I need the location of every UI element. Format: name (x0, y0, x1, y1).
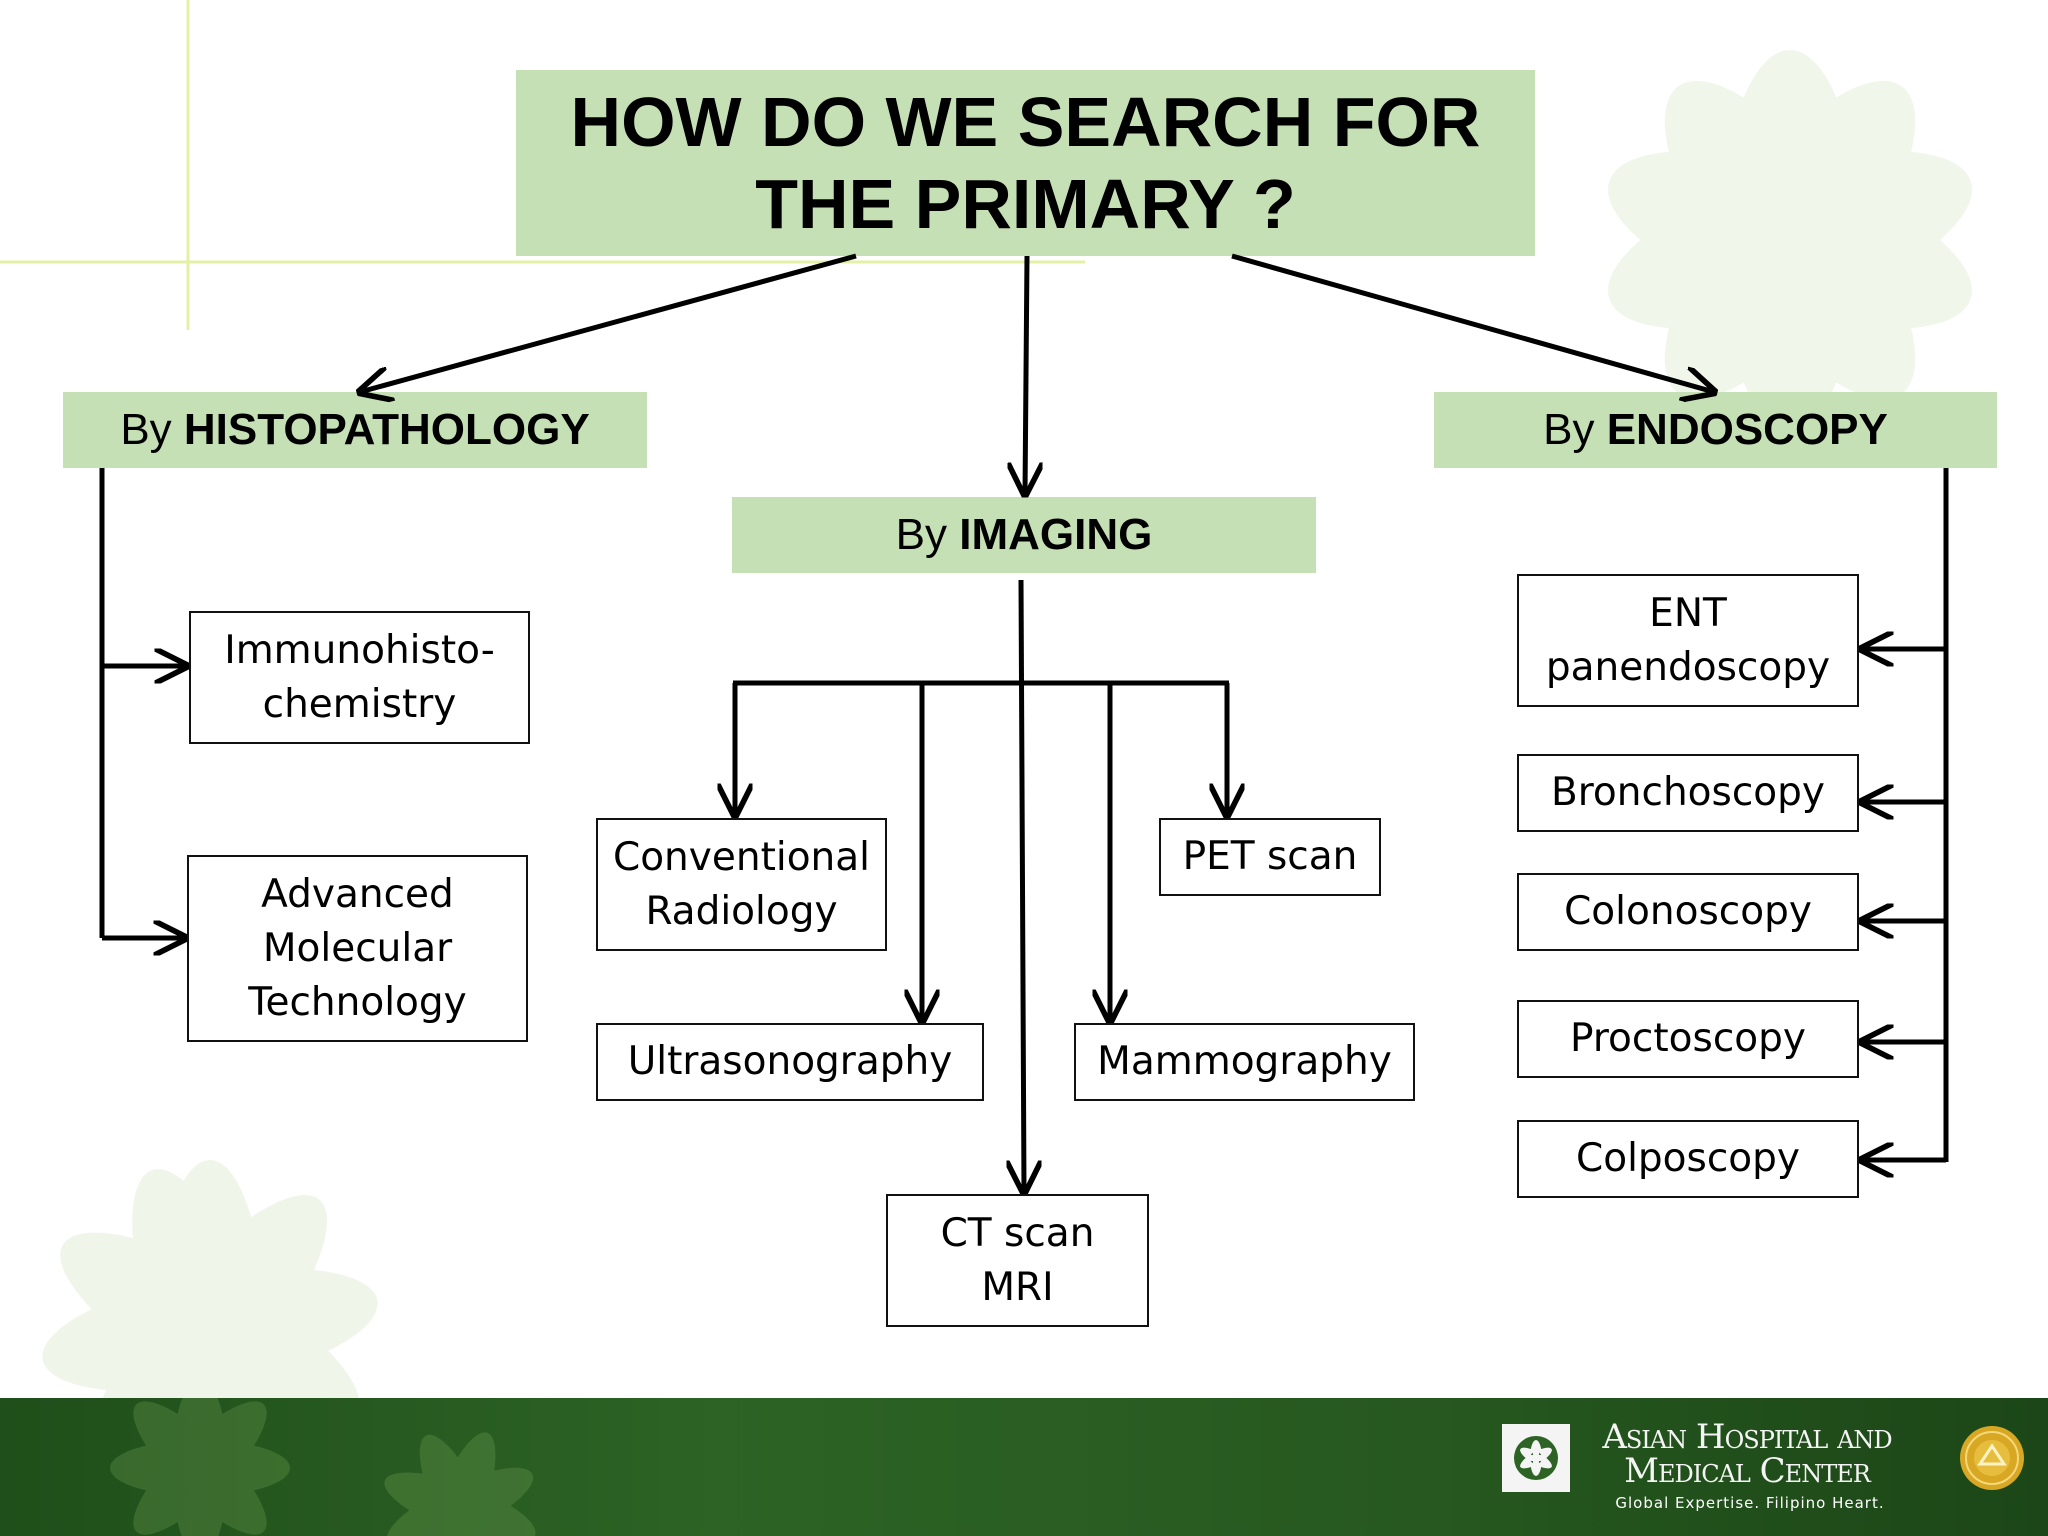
diagram-title: HOW DO WE SEARCH FOR THE PRIMARY ? (516, 70, 1535, 256)
node-line: ENT (1649, 590, 1727, 636)
node-line: Immunohisto- (224, 627, 495, 673)
category-prefix: By (120, 405, 184, 454)
node-line: Colposcopy (1575, 1136, 1800, 1181)
arrow-to-endoscopy (1231, 253, 1714, 392)
hospital-logo-icon (1502, 1424, 1570, 1492)
category-label: IMAGING (959, 510, 1153, 559)
node-ent-panendoscopy: ENT panendoscopy (1517, 574, 1859, 707)
footer-bar: Asian Hospital and Medical Center Global… (0, 1398, 2048, 1536)
node-line: PET scan (1182, 834, 1358, 879)
node-line: Mammography (1097, 1039, 1392, 1084)
node-colposcopy: Colposcopy (1517, 1120, 1859, 1198)
footer-flower-decoration (110, 1398, 536, 1536)
node-line: Advanced (261, 871, 454, 917)
node-line: Bronchoscopy (1551, 770, 1825, 815)
node-line: Colonoscopy (1564, 889, 1812, 934)
node-ultrasonography: Ultrasonography (596, 1023, 984, 1101)
node-line: CT scan (940, 1210, 1095, 1256)
arrow-to-ct-mri (1021, 579, 1024, 1192)
node-ct-scan-mri: CT scan MRI (886, 1194, 1149, 1327)
node-line: Radiology (645, 888, 838, 934)
hospital-name: Asian Hospital and Medical Center (1582, 1420, 1912, 1488)
category-endoscopy: By ENDOSCOPY (1434, 392, 1997, 468)
category-label: ENDOSCOPY (1606, 405, 1888, 454)
category-prefix: By (895, 510, 960, 559)
node-line: Conventional (612, 834, 871, 880)
node-advanced-molecular-technology: Advanced Molecular Technology (187, 855, 528, 1042)
category-prefix: By (1543, 405, 1607, 454)
hospital-name-line-2: Medical Center (1624, 1451, 1871, 1491)
node-line: Proctoscopy (1570, 1016, 1806, 1061)
category-histopathology: By HISTOPATHOLOGY (63, 392, 647, 468)
category-imaging: By IMAGING (732, 497, 1316, 573)
node-colonoscopy: Colonoscopy (1517, 873, 1859, 951)
node-pet-scan: PET scan (1159, 818, 1381, 896)
title-line-2: THE PRIMARY ? (755, 165, 1296, 243)
accreditation-seal-icon (1960, 1426, 2024, 1490)
hospital-tagline: Global Expertise. Filipino Heart. (1615, 1494, 1885, 1512)
category-label: HISTOPATHOLOGY (183, 405, 590, 454)
node-line: Technology (248, 979, 467, 1025)
node-line: Ultrasonography (627, 1039, 953, 1084)
node-proctoscopy: Proctoscopy (1517, 1000, 1859, 1078)
title-line-1: HOW DO WE SEARCH FOR (570, 83, 1481, 161)
node-line: chemistry (262, 681, 457, 727)
node-line: MRI (981, 1264, 1054, 1310)
hospital-name-line-1: Asian Hospital and (1602, 1417, 1892, 1457)
node-immunohistochemistry: Immunohisto- chemistry (189, 611, 530, 744)
node-bronchoscopy: Bronchoscopy (1517, 754, 1859, 832)
node-line: panendoscopy (1545, 644, 1831, 690)
node-line: Molecular (262, 925, 453, 971)
node-conventional-radiology: Conventional Radiology (596, 818, 887, 951)
arrow-to-histopathology (360, 253, 857, 392)
node-mammography: Mammography (1074, 1023, 1415, 1101)
arrow-to-imaging (1025, 255, 1027, 494)
